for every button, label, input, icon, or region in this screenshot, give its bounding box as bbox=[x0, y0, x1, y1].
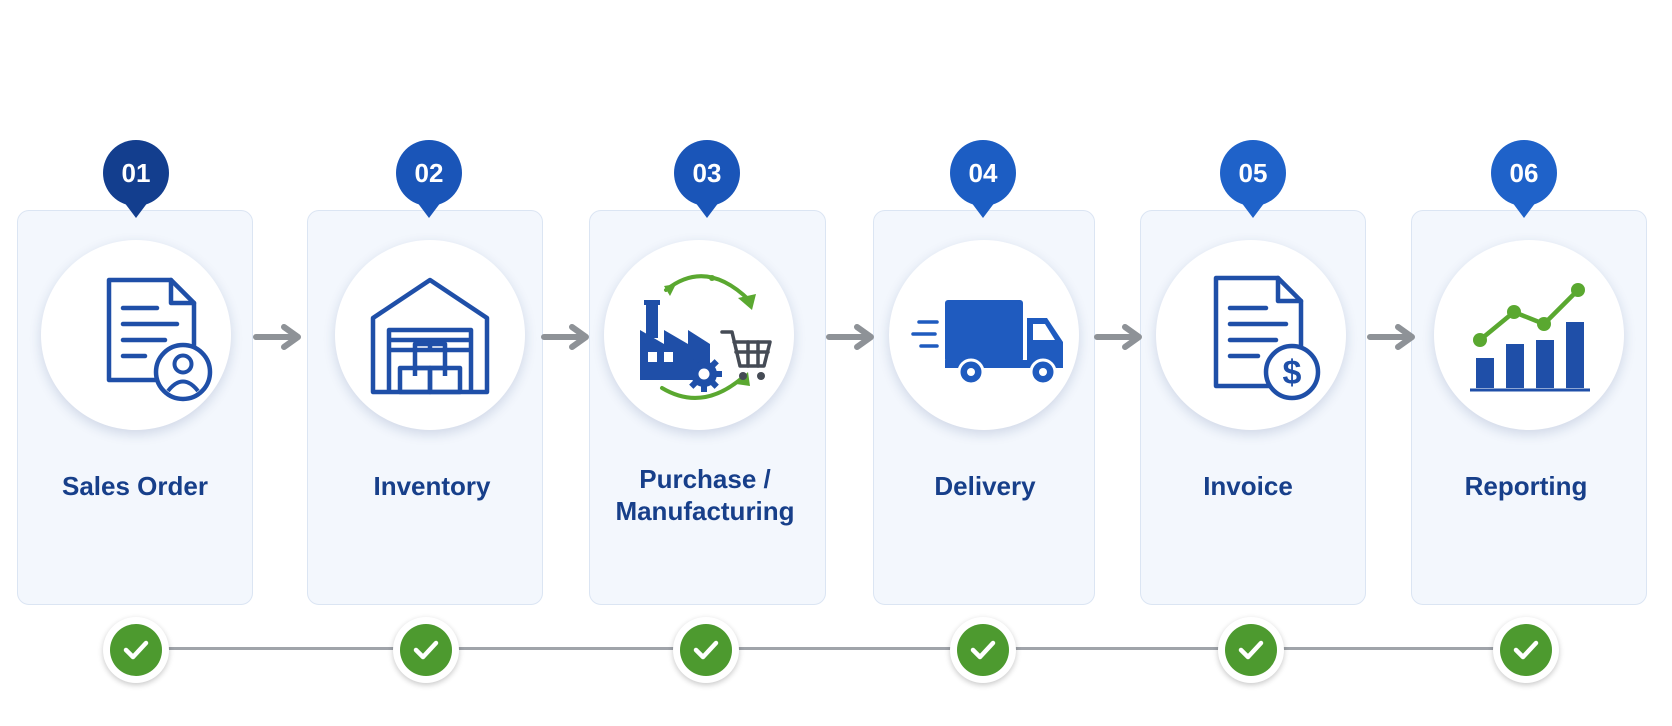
step-label-line: Manufacturing bbox=[615, 496, 795, 526]
status-timeline-line bbox=[136, 647, 1526, 650]
step-label: Sales Order bbox=[62, 471, 208, 501]
step-label: Inventory bbox=[373, 471, 491, 501]
growth-chart-icon bbox=[1470, 283, 1590, 392]
step-label: Purchase / Manufacturing bbox=[585, 463, 825, 527]
step-icon-circle: $ bbox=[1156, 240, 1346, 430]
svg-text:$: $ bbox=[1283, 354, 1302, 392]
factory-cart-cycle-icon bbox=[640, 274, 772, 400]
step-label: Reporting bbox=[1464, 471, 1588, 501]
step-label: Invoice bbox=[1203, 471, 1293, 501]
step-icon-circle bbox=[889, 240, 1079, 430]
checkmark-icon bbox=[413, 640, 439, 660]
step-number-badge: 02 bbox=[396, 140, 462, 218]
checkmark-icon bbox=[1513, 640, 1539, 660]
step-icon-circle bbox=[604, 240, 794, 430]
invoice-dollar-icon: $ bbox=[1213, 275, 1321, 401]
checkmark-icon bbox=[693, 640, 719, 660]
step-complete-check bbox=[393, 617, 459, 683]
checkmark-icon bbox=[970, 640, 996, 660]
step-number-badge: 05 bbox=[1220, 140, 1286, 218]
step-number-badge: 01 bbox=[103, 140, 169, 218]
step-complete-check bbox=[950, 617, 1016, 683]
step-icon-circle bbox=[1434, 240, 1624, 430]
arrow-right-icon bbox=[826, 324, 874, 350]
arrow-right-icon bbox=[253, 324, 301, 350]
delivery-truck-icon bbox=[911, 300, 1063, 386]
step-number-badge: 06 bbox=[1491, 140, 1557, 218]
step-icon-circle bbox=[41, 240, 231, 430]
checkmark-icon bbox=[1238, 640, 1264, 660]
arrow-right-icon bbox=[1094, 324, 1142, 350]
step-complete-check bbox=[673, 617, 739, 683]
step-label: Delivery bbox=[934, 471, 1036, 501]
step-label-line: Purchase / bbox=[639, 464, 771, 494]
step-icon-circle bbox=[335, 240, 525, 430]
step-number-badge: 03 bbox=[674, 140, 740, 218]
checkmark-icon bbox=[123, 640, 149, 660]
step-complete-check bbox=[1218, 617, 1284, 683]
step-complete-check bbox=[103, 617, 169, 683]
arrow-right-icon bbox=[541, 324, 589, 350]
step-number-badge: 04 bbox=[950, 140, 1016, 218]
arrow-right-icon bbox=[1367, 324, 1415, 350]
document-user-icon bbox=[106, 277, 213, 402]
step-complete-check bbox=[1493, 617, 1559, 683]
warehouse-icon bbox=[370, 277, 490, 395]
